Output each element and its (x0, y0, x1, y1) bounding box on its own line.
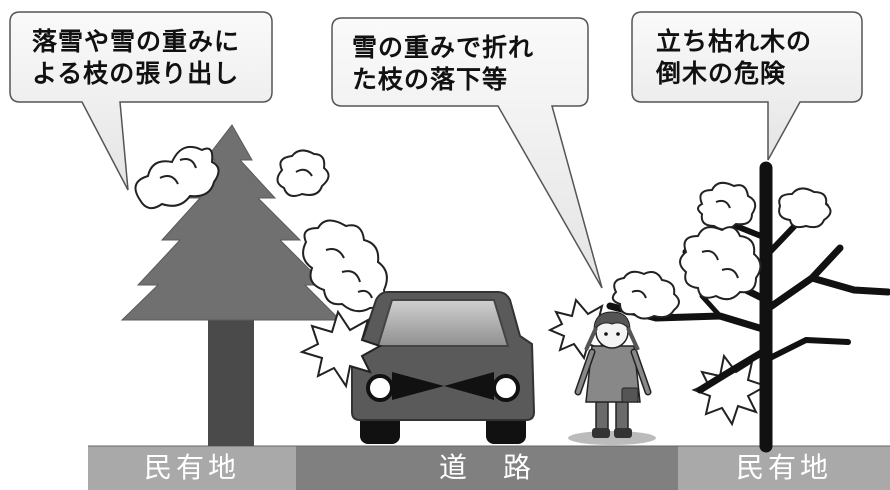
ground-label-private-left: 民有地 (143, 451, 240, 484)
impact-burst (299, 309, 383, 389)
car (351, 291, 536, 444)
pedestrian-shadow (568, 431, 656, 445)
car-windshield (376, 299, 510, 347)
callout-middle (331, 17, 603, 289)
snow-clump (302, 219, 388, 313)
callout-right (631, 11, 863, 161)
snow-clump (679, 226, 762, 301)
snow-clump (134, 146, 220, 210)
callout-middle-line2: た枝の落下等 (352, 65, 509, 94)
tree-trunk (208, 318, 254, 446)
ground-label-road: 道 路 (438, 451, 535, 484)
callout-left-text: 落雪や雪の重みに よる枝の張り出し (32, 26, 240, 90)
snow-clump (611, 270, 680, 320)
pedestrian (568, 311, 656, 445)
callout-middle-text: 雪の重みで折れ た枝の落下等 (352, 32, 534, 96)
ground-private-left (88, 446, 296, 490)
callout-right-line2: 倒木の危険 (656, 59, 787, 88)
callout-left-line2: よる枝の張り出し (32, 59, 240, 88)
evergreen-tree (120, 124, 342, 446)
callout-middle-line1: 雪の重みで折れ (352, 33, 535, 62)
ground-private-right (678, 446, 890, 490)
snow-clump (778, 187, 832, 229)
snow-clump (276, 149, 330, 197)
callout-left (9, 11, 273, 191)
snow-clump (697, 181, 757, 231)
callout-right-text: 立ち枯れ木の 倒木の危険 (656, 26, 812, 90)
ground-label-private-right: 民有地 (735, 451, 832, 484)
callout-right-line1: 立ち枯れ木の (656, 27, 813, 56)
ground-road (296, 446, 678, 490)
car-headlight (492, 374, 520, 402)
car-grille (392, 372, 494, 400)
car-headlight (366, 374, 394, 402)
callout-left-line1: 落雪や雪の重みに (32, 27, 241, 56)
